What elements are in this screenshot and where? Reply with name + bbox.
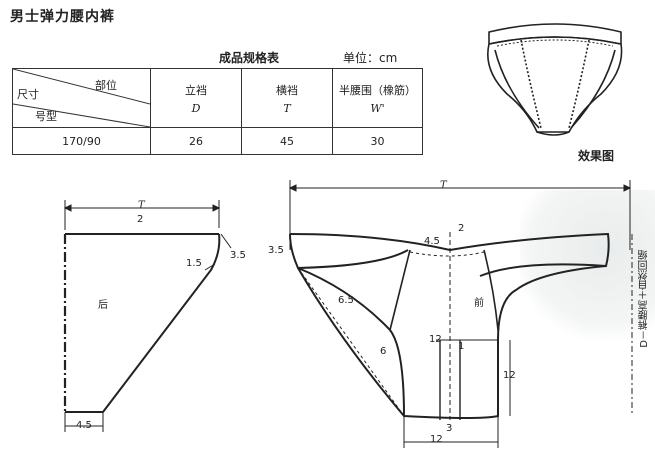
- front-dim-12-side: 12: [503, 370, 516, 381]
- corner-part-label: 部位: [95, 79, 117, 92]
- table-cell-value: 45: [241, 127, 333, 155]
- front-vertical-note: D－裤腰高＋自然回缩: [639, 250, 650, 348]
- back-dim-2: 2: [137, 214, 144, 225]
- table-cell-value: 26: [150, 127, 242, 155]
- front-dim-6-5: 6.5: [338, 295, 354, 306]
- back-panel-label: 后: [98, 300, 108, 311]
- back-panel-pattern: [63, 200, 232, 432]
- spec-table: 部位 尺寸 号型 立裆 D 横裆 T 半腰围（橡筋） W' 170/90 26 …: [12, 68, 423, 155]
- back-dim-1-5: 1.5: [186, 258, 202, 269]
- front-panel-label: 前: [474, 298, 484, 309]
- corner-diagonals: [13, 69, 150, 127]
- briefs-illustration: [487, 23, 623, 136]
- front-dim-2: 2: [458, 223, 465, 234]
- spec-table-caption: 成品规格表: [219, 51, 280, 65]
- back-dim-3-5: 3.5: [230, 250, 246, 261]
- front-dim-1: 1: [458, 341, 465, 352]
- column-label: 横裆: [276, 83, 298, 97]
- table-cell-model: 170/90: [12, 127, 151, 155]
- spec-table-corner-cell: 部位 尺寸 号型: [12, 68, 151, 128]
- front-dim-3-5: 3.5: [268, 245, 284, 256]
- front-panel-pattern: [288, 180, 633, 448]
- corner-model-label: 号型: [35, 110, 57, 123]
- page-title: 男士弹力腰内裤: [10, 9, 115, 25]
- front-dim-3: 3: [446, 423, 453, 434]
- column-symbol: D: [191, 101, 201, 115]
- back-dim-4-5: 4.5: [76, 420, 92, 431]
- column-symbol: T: [283, 101, 291, 115]
- front-dim-4-5: 4.5: [424, 236, 440, 247]
- table-cell-value: 30: [332, 127, 423, 155]
- corner-size-label: 尺寸: [17, 88, 39, 101]
- spec-table-unit: 单位：cm: [343, 51, 398, 65]
- back-dim-t: T: [138, 200, 145, 211]
- column-header-waist: 半腰围（橡筋） W': [332, 68, 423, 128]
- column-label: 半腰围（橡筋）: [339, 83, 416, 97]
- front-dim-12-top: 12: [429, 334, 442, 345]
- column-symbol: W': [370, 101, 385, 115]
- front-dim-6: 6: [380, 346, 387, 357]
- effect-label: 效果图: [578, 149, 615, 163]
- column-header-crotch: 横裆 T: [241, 68, 333, 128]
- front-dim-t: T: [440, 180, 447, 191]
- column-label: 立裆: [185, 83, 207, 97]
- column-header-rise: 立裆 D: [150, 68, 242, 128]
- front-dim-12-bottom: 12: [430, 434, 443, 445]
